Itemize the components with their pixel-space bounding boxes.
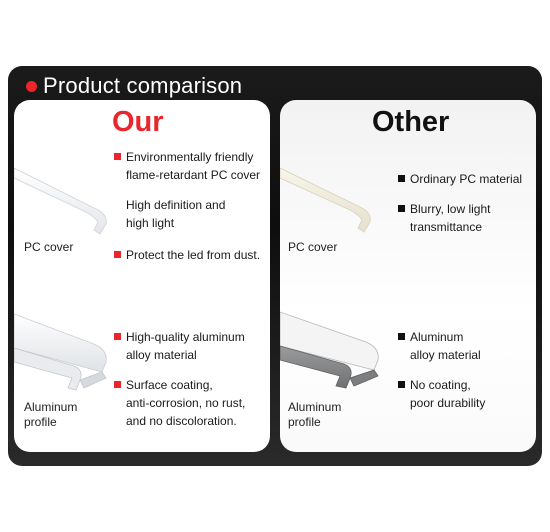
other-feature-4-line2: poor durability: [410, 396, 486, 410]
our-aluminum-label-line1: Aluminum: [24, 400, 78, 414]
our-feature-1-line2: flame-retardant PC cover: [126, 168, 261, 182]
section-title: Product comparison: [43, 73, 243, 98]
black-square-bullet-icon: [398, 175, 405, 182]
other-aluminum-label-line2: profile: [288, 415, 321, 429]
other-feature-3: Aluminum alloy material: [398, 328, 481, 364]
our-feature-3-line1: Protect the led from dust.: [126, 248, 261, 262]
other-feature-2-line2: transmittance: [410, 220, 483, 234]
section-header: Product comparison: [26, 71, 242, 101]
our-title: Our: [112, 106, 164, 138]
other-feature-3-line1: Aluminum: [410, 330, 464, 344]
our-feature-4: High-quality aluminum alloy material: [114, 328, 245, 364]
our-feature-4-line2: alloy material: [126, 348, 197, 362]
our-feature-3: Protect the led from dust.: [114, 246, 260, 264]
our-feature-5-line3: and no discoloration.: [126, 414, 237, 428]
our-feature-2-line1: High definition and: [126, 198, 226, 212]
our-feature-4-line1: High-quality aluminum: [126, 330, 245, 344]
red-square-bullet-icon: [114, 153, 121, 160]
black-square-bullet-icon: [398, 333, 405, 340]
black-square-bullet-icon: [398, 381, 405, 388]
other-feature-2: Blurry, low light transmittance: [398, 200, 490, 236]
other-feature-1: Ordinary PC material: [398, 170, 522, 188]
our-pc-cover-image: [14, 150, 114, 240]
other-feature-4-line1: No coating,: [410, 378, 471, 392]
other-aluminum-profile-image: [280, 308, 390, 398]
other-aluminum-label-line1: Aluminum: [288, 400, 342, 414]
other-feature-2-line1: Blurry, low light: [410, 202, 491, 216]
our-aluminum-label: Aluminum profile: [24, 400, 77, 430]
red-square-bullet-icon: [114, 381, 121, 388]
red-square-bullet-icon: [114, 251, 121, 258]
our-feature-5: Surface coating, anti-corrosion, no rust…: [114, 376, 245, 430]
red-square-bullet-icon: [114, 333, 121, 340]
our-feature-2: High definition and high light: [114, 196, 225, 232]
black-square-bullet-icon: [398, 205, 405, 212]
other-product-panel: Other PC cover Aluminum profile: [280, 100, 536, 452]
other-aluminum-label: Aluminum profile: [288, 400, 341, 430]
our-aluminum-profile-image: [14, 308, 114, 398]
other-feature-3-line2: alloy material: [410, 348, 481, 362]
other-pc-cover-image: [280, 162, 380, 242]
other-pc-cover-label: PC cover: [288, 240, 338, 254]
our-aluminum-label-line2: profile: [24, 415, 57, 429]
our-feature-1-line1: Environmentally friendly: [126, 150, 254, 164]
our-product-panel: Our PC cover Aluminum profile: [14, 100, 270, 452]
our-feature-2-line2: high light: [126, 216, 175, 230]
other-feature-4: No coating, poor durability: [398, 376, 485, 412]
other-title: Other: [372, 106, 450, 138]
our-feature-5-line2: anti-corrosion, no rust,: [126, 396, 246, 410]
our-pc-cover-label: PC cover: [24, 240, 74, 254]
our-feature-5-line1: Surface coating,: [126, 378, 213, 392]
our-feature-1: Environmentally friendly flame-retardant…: [114, 148, 260, 184]
red-dot-icon: [26, 80, 37, 92]
other-feature-1-line1: Ordinary PC material: [410, 172, 523, 186]
